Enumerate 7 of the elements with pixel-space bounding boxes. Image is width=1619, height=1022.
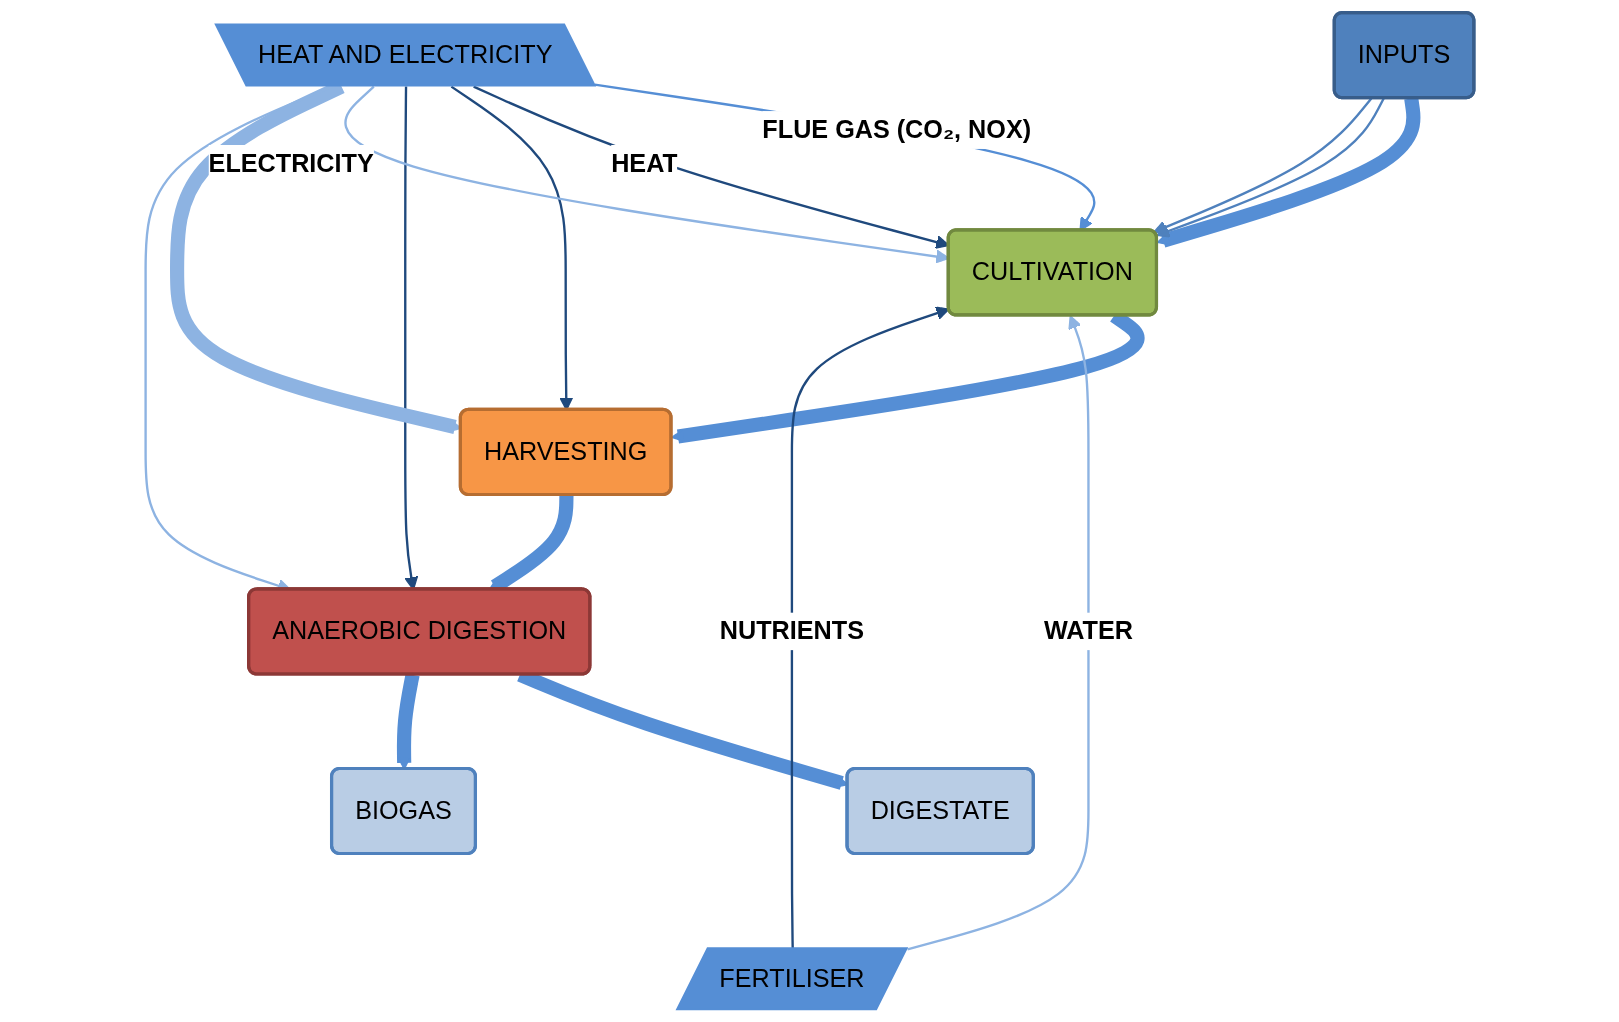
edge-label: FLUE GAS (CO₂, NOX) xyxy=(762,115,1031,143)
edge-label: WATER xyxy=(1043,617,1133,645)
edge-label: ELECTRICITY xyxy=(208,149,374,177)
edge-label: NUTRIENTS xyxy=(719,617,864,645)
arrow xyxy=(906,315,1090,951)
arrow xyxy=(1156,97,1421,248)
edge-label: HEAT xyxy=(610,149,678,177)
